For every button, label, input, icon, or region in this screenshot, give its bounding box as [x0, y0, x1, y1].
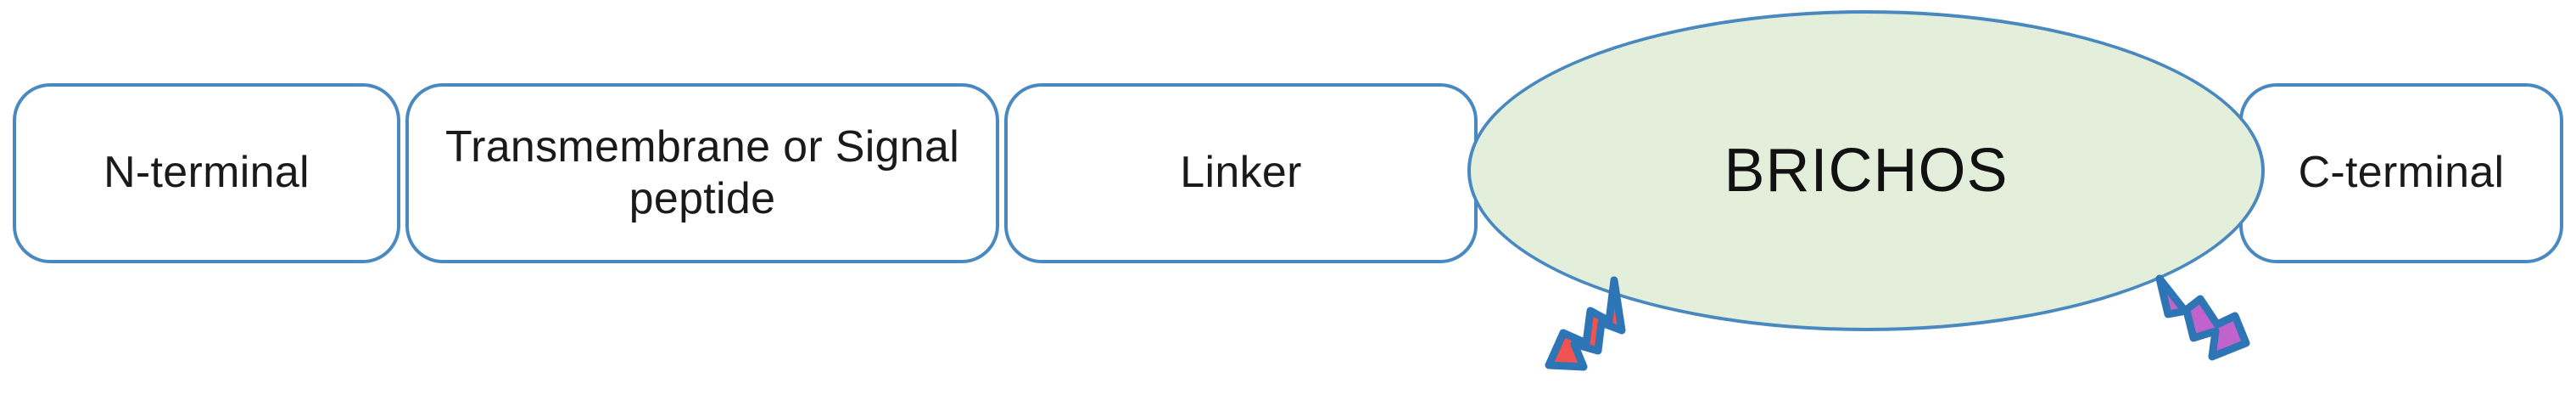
domain-box-n-terminal[interactable]: N-terminal [13, 83, 400, 263]
domain-label-transmembrane-signal-peptide: Transmembrane or Signal peptide [444, 121, 960, 223]
purple-bolt-shape [2155, 274, 2250, 361]
purple-lightning-bolt-icon[interactable] [2155, 274, 2250, 361]
red-bolt-shape [1545, 276, 1626, 371]
domain-label-linker: Linker [1180, 148, 1302, 198]
domain-box-transmembrane-signal-peptide[interactable]: Transmembrane or Signal peptide [405, 83, 999, 263]
domain-label-c-terminal: C-terminal [2298, 148, 2505, 198]
brichos-label: BRICHOS [1724, 137, 2009, 205]
domain-box-linker[interactable]: Linker [1004, 83, 1478, 263]
domain-box-c-terminal[interactable]: C-terminal [2239, 83, 2563, 263]
red-lightning-bolt-icon[interactable] [1545, 276, 1626, 371]
domain-label-n-terminal: N-terminal [103, 148, 310, 198]
brichos-ellipse[interactable]: BRICHOS [1467, 10, 2265, 331]
